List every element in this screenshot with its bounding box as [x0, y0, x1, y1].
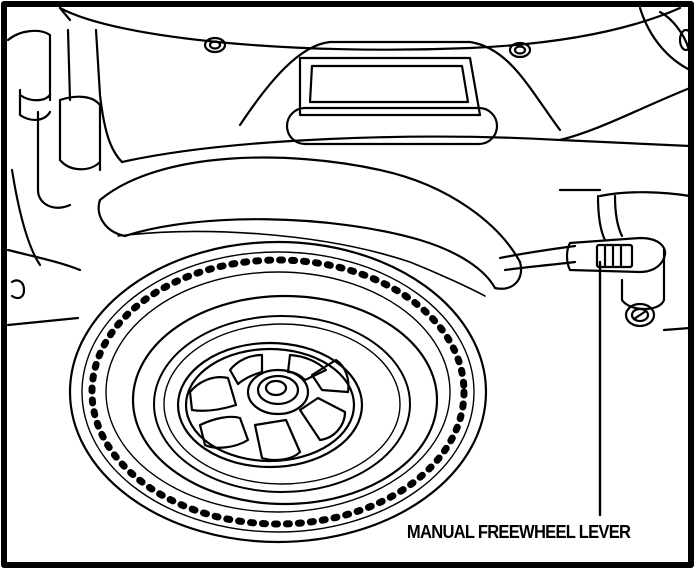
freewheel-lever — [498, 188, 692, 332]
tire-tread — [88, 256, 468, 528]
scooter-body — [58, 6, 694, 164]
fender — [97, 156, 523, 297]
hub — [176, 341, 364, 469]
body-screw-left — [203, 36, 227, 54]
wheel — [68, 240, 488, 544]
manual-freewheel-lever-label: MANUAL FREEWHEEL LEVER — [406, 522, 631, 542]
axle-bolt — [624, 302, 656, 328]
body-screw-right — [508, 41, 532, 59]
rim — [131, 294, 439, 506]
left-frame — [6, 28, 102, 327]
carry-handle — [238, 40, 562, 132]
tire — [68, 240, 488, 544]
